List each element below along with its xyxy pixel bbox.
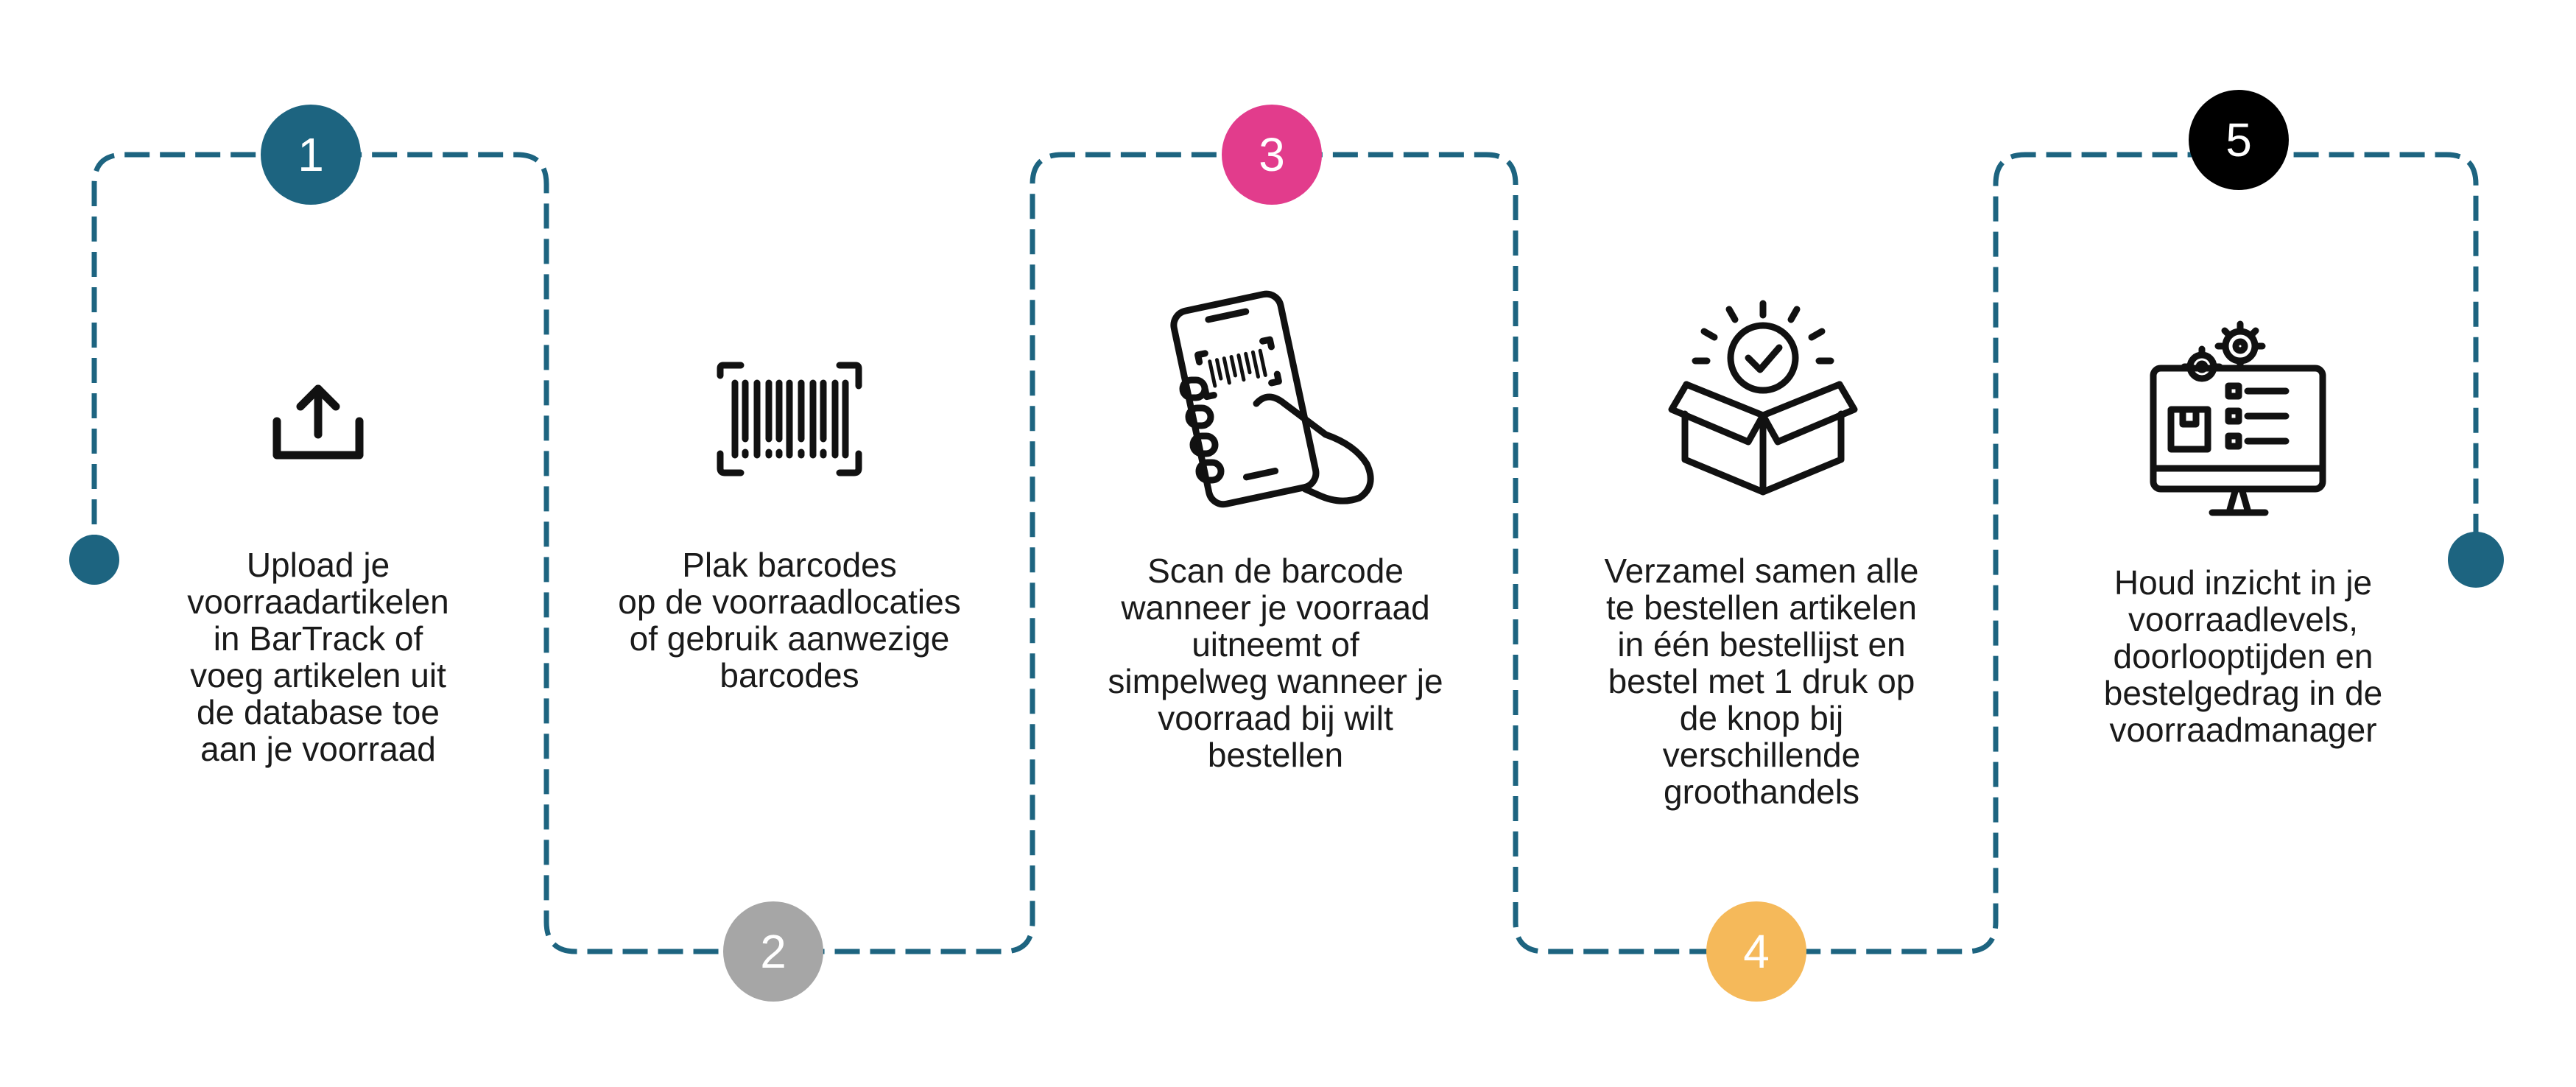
barcode-icon (717, 362, 862, 476)
step-2-number: 2 (760, 925, 786, 978)
step-4-line: bestel met 1 druk op (1608, 662, 1915, 700)
step-3-line: uitneemt of (1192, 625, 1359, 664)
step-2-line: Plak barcodes (682, 546, 897, 584)
step-5-badge: 5 (2189, 90, 2289, 190)
step-4-line: te bestellen artikelen (1606, 588, 1917, 627)
step-2-line: barcodes (719, 656, 859, 694)
step-1-line: voeg artikelen uit (190, 656, 446, 694)
step-3-number: 3 (1259, 128, 1285, 181)
step-1-line: voorraadartikelen (187, 583, 449, 621)
step-2-description: Plak barcodes op de voorraadlocaties of … (583, 546, 996, 694)
box-check-icon (1668, 300, 1858, 496)
step-4-badge: 4 (1706, 901, 1806, 1002)
step-1-line: aan je voorraad (200, 730, 436, 768)
step-3-line: bestellen (1207, 736, 1344, 774)
step-5-number: 5 (2225, 113, 2252, 166)
upload-icon (272, 384, 364, 460)
step-4-line: in één bestellijst en (1617, 625, 1906, 664)
step-3-line: Scan de barcode (1147, 552, 1404, 590)
step-3-description: Scan de barcode wanneer je voorraad uitn… (1069, 552, 1482, 773)
step-4-description: Verzamel samen alle te bestellen artikel… (1555, 552, 1968, 810)
step-5-line: Houd inzicht in je (2114, 563, 2373, 602)
step-1-description: Upload je voorraadartikelen in BarTrack … (112, 546, 524, 767)
step-3-line: wanneer je voorraad (1121, 588, 1430, 627)
step-1-line: in BarTrack of (213, 619, 423, 658)
step-5-line: bestelgedrag in de (2103, 674, 2383, 712)
step-3-line: voorraad bij wilt (1158, 699, 1393, 737)
path-end-dot (2448, 532, 2504, 588)
monitor-dashboard-icon (2150, 320, 2326, 516)
step-2-line: of gebruik aanwezige (629, 619, 950, 658)
step-5-line: doorlooptijden en (2113, 637, 2373, 675)
step-4-line: groothandels (1664, 773, 1859, 811)
step-4-line: verschillende (1662, 736, 1861, 774)
step-4-line: de knop bij (1679, 699, 1844, 737)
step-2-badge: 2 (723, 901, 823, 1002)
step-3-line: simpelweg wanneer je (1108, 662, 1443, 700)
phone-scan-icon (1170, 290, 1374, 508)
step-4-number: 4 (1743, 925, 1770, 978)
step-5-description: Houd inzicht in je voorraadlevels, doorl… (2037, 564, 2449, 748)
step-1-number: 1 (298, 128, 324, 181)
step-2-line: op de voorraadlocaties (618, 583, 961, 621)
step-5-line: voorraadlevels, (2128, 600, 2358, 639)
step-1-line: Upload je (246, 546, 390, 584)
step-1-line: de database toe (197, 693, 440, 731)
step-5-line: voorraadmanager (2109, 711, 2377, 749)
step-4-line: Verzamel samen alle (1604, 552, 1919, 590)
step-3-badge: 3 (1222, 105, 1322, 205)
path-start-dot (69, 535, 119, 585)
step-1-badge: 1 (261, 105, 361, 205)
